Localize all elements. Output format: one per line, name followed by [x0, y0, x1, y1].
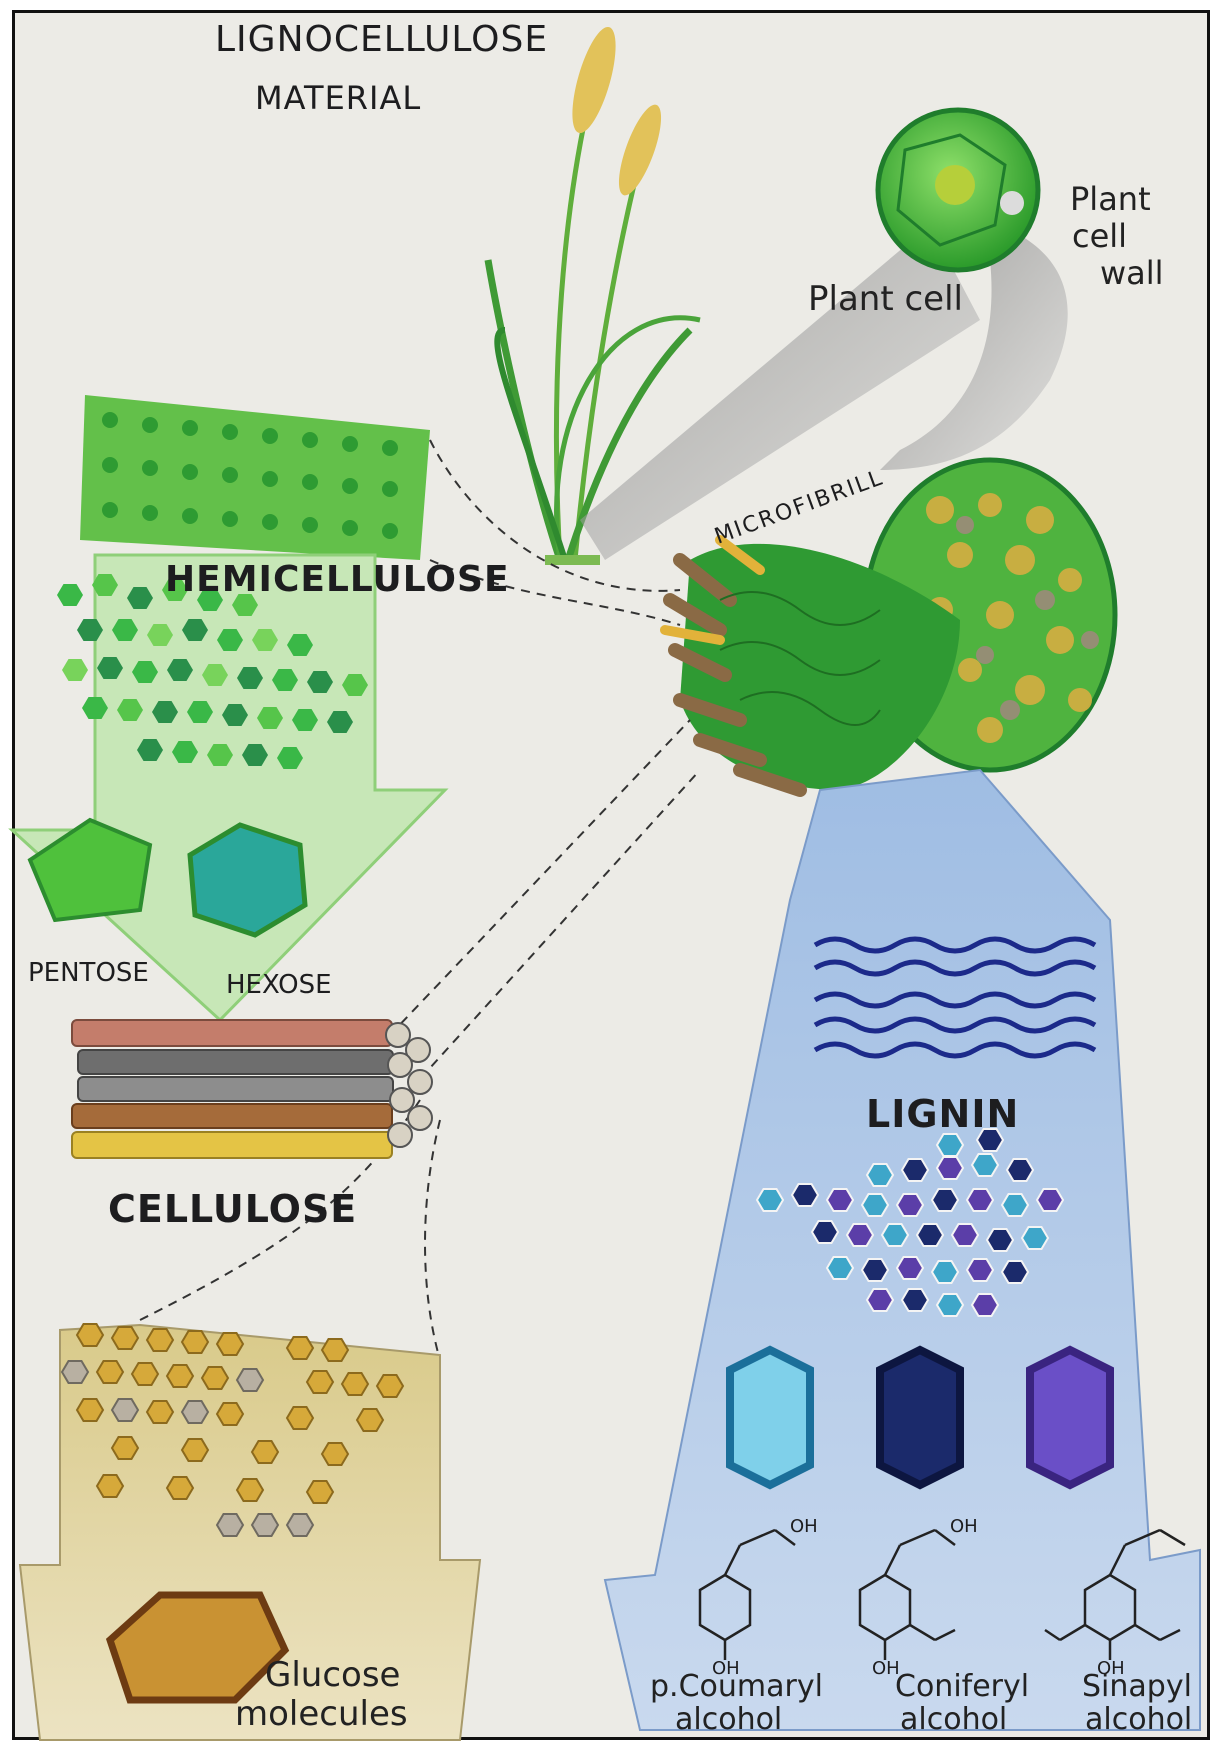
label-glucose-2: molecules: [235, 1697, 408, 1731]
label-plant-cell: Plant cell: [808, 282, 963, 316]
hemicellulose-strand: [80, 395, 430, 560]
title-line-2: MATERIAL: [255, 82, 421, 114]
p-coumaryl-ring: [730, 1350, 810, 1485]
cellulose-rods: [72, 1020, 432, 1158]
oh-label-coumaryl-top: OH: [790, 1518, 818, 1536]
label-sinapyl-2: alcohol: [1085, 1705, 1192, 1735]
label-plant-cell-wall-3: wall: [1100, 257, 1164, 289]
oh-label-coniferyl-top: OH: [950, 1518, 978, 1536]
label-p-coumaryl-1: p.Coumaryl: [650, 1672, 823, 1702]
label-plant-cell-wall-2: cell: [1072, 220, 1127, 252]
glucose-arrow: [20, 1324, 480, 1740]
hemicellulose-arrow: [12, 555, 445, 1020]
label-p-coumaryl-2: alcohol: [675, 1705, 782, 1735]
label-lignin: LIGNIN: [866, 1095, 1019, 1133]
label-coniferyl-1: Coniferyl: [895, 1672, 1029, 1702]
label-hexose: HEXOSE: [226, 972, 332, 998]
title-line-1: LIGNOCELLULOSE: [215, 22, 548, 58]
label-pentose: PENTOSE: [28, 960, 149, 986]
label-hemicellulose: HEMICELLULOSE: [165, 562, 510, 598]
plant-cell-sphere: [878, 110, 1038, 270]
label-glucose-1: Glucose: [265, 1658, 400, 1692]
label-plant-cell-wall-1: Plant: [1070, 183, 1151, 215]
label-sinapyl-1: Sinapyl: [1082, 1672, 1192, 1702]
label-cellulose: CELLULOSE: [108, 1190, 357, 1228]
coniferyl-ring: [880, 1350, 960, 1485]
lignin-section: [605, 770, 1200, 1730]
sinapyl-ring: [1030, 1350, 1110, 1485]
label-coniferyl-2: alcohol: [900, 1705, 1007, 1735]
